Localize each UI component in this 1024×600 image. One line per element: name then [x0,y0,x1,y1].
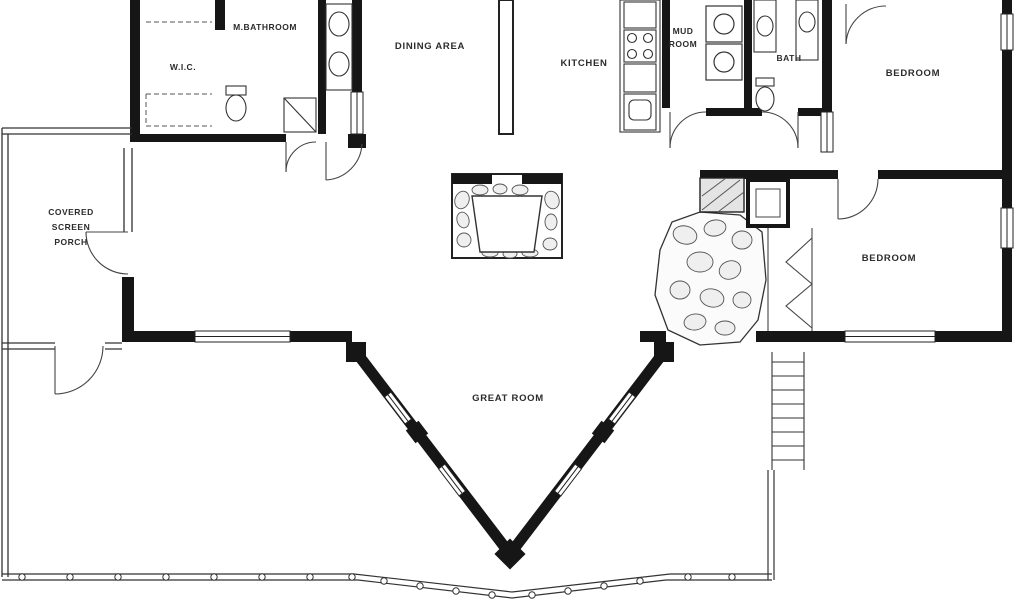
toilet-icon [755,86,775,112]
firebox-opening [471,195,543,253]
master-bath-fixtures [225,3,353,133]
label-porch-1: COVERED [48,207,94,217]
kitchen-sink-icon [628,99,652,121]
bath-fixtures [753,0,819,112]
stove-burner-icon [626,48,638,60]
doors [54,4,887,395]
exterior-walls [122,0,1012,342]
bath-sink-icon [798,11,816,33]
deck-stairs [771,352,805,470]
label-mud-room-2: ROOM [669,39,697,49]
stove-burner-icon [642,48,654,60]
label-kitchen: KITCHEN [560,58,607,69]
laundry-appliances [705,5,743,81]
label-dining-area: DINING AREA [395,41,465,52]
label-wic: W.I.C. [170,62,196,72]
deck-outline [2,470,775,599]
bath-sink-icon [756,15,774,37]
prow-window-walls [346,342,674,570]
label-mud-room-1: MUD [673,26,694,36]
label-master-bathroom: M.BATHROOM [233,22,297,32]
label-great-room: GREAT ROOM [472,393,544,404]
vanity-sink-icon [328,51,350,77]
porch-thin-walls [1,127,133,577]
label-bath: BATH [777,53,802,63]
wic-shelving [145,21,212,127]
windows [194,13,1014,343]
vanity-sink-icon [328,11,350,37]
label-bedroom-right: BEDROOM [862,253,917,264]
label-porch-3: PORCH [54,237,87,247]
washer-icon [713,13,735,35]
fireplace-center [451,173,563,259]
kitchen-counter [619,0,661,133]
label-bedroom-top: BEDROOM [886,68,941,79]
label-porch-2: SCREEN [52,222,90,232]
toilet-icon [225,94,247,122]
room-labels: W.I.C. M.BATHROOM DINING AREA KITCHEN MU… [48,22,941,404]
chimney-right [654,177,790,346]
hearth-cabinet [746,178,790,228]
stove-burner-icon [626,32,638,44]
dryer-icon [713,51,735,73]
chimney-stones [669,219,753,336]
stove-burner-icon [642,32,654,44]
closet-bifold-doors [767,228,813,331]
deck-posts [18,573,736,599]
